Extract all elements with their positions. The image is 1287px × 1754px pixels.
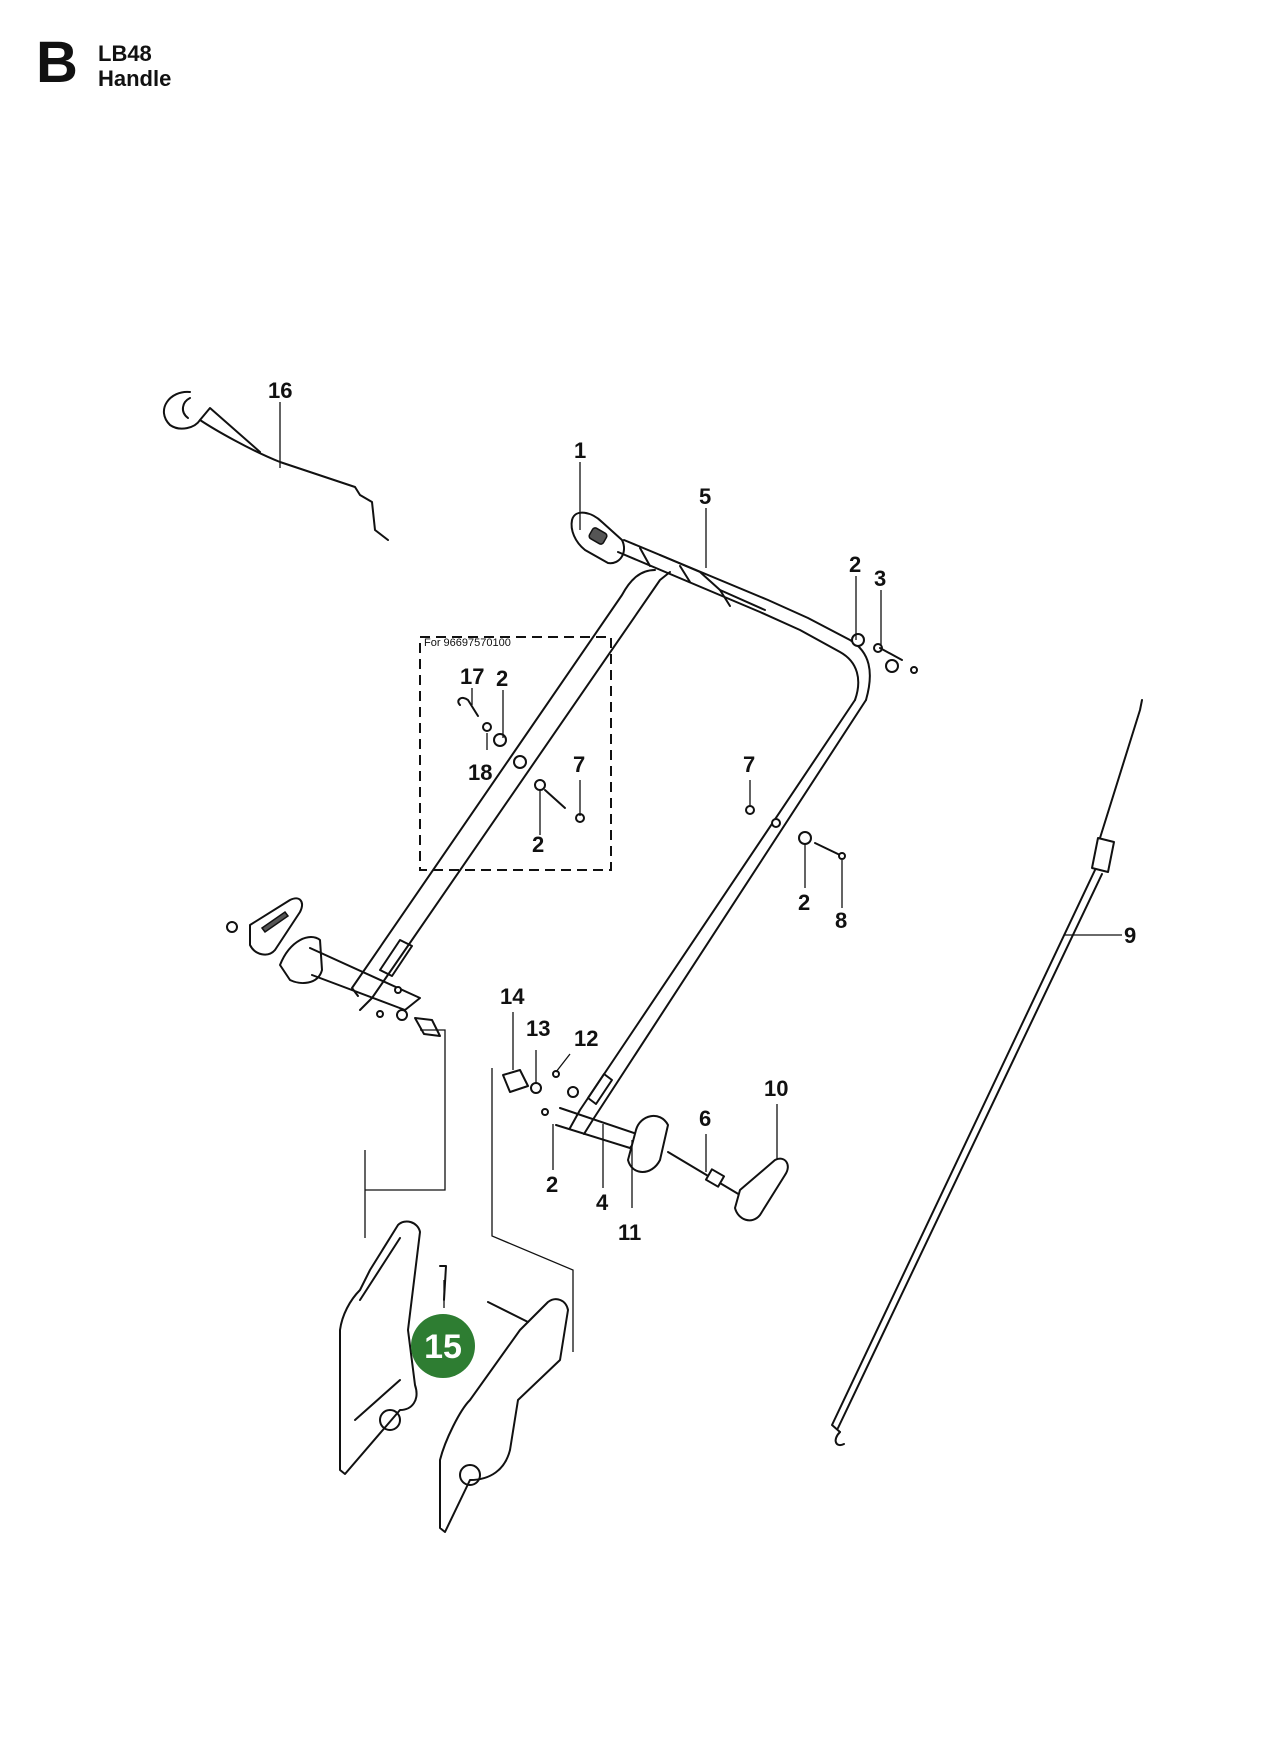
callout-13: 13 (526, 1016, 550, 1041)
variant-note: For 96697570100 (424, 637, 511, 649)
part-right-lower-assembly (502, 1069, 789, 1222)
callout-2-box-bottom: 2 (532, 832, 544, 857)
callout-3: 3 (874, 566, 886, 591)
callout-12: 12 (574, 1026, 598, 1051)
part-9-control-cable (831, 699, 1143, 1446)
callout-5: 5 (699, 484, 711, 509)
callout-8: 8 (835, 908, 847, 933)
callout-14: 14 (500, 984, 525, 1009)
callout-1: 1 (574, 438, 586, 463)
callout-11: 11 (618, 1220, 641, 1245)
part-lower-right-mount-plate (439, 1298, 569, 1533)
part-16-bail-rod (163, 390, 389, 541)
callout-6: 6 (699, 1106, 711, 1131)
callout-4: 4 (596, 1190, 609, 1215)
part-1-handle-grip (570, 511, 626, 565)
highlight-badge (411, 1314, 475, 1378)
variant-hardware (457, 696, 585, 823)
callout-2-box-top: 2 (496, 666, 508, 691)
leader-box-lines (364, 1029, 574, 1352)
callout-labels: 16 1 5 2 3 17 2 18 7 2 7 2 8 9 14 13 12 … (268, 378, 1136, 1245)
highlight-callout-15: 15 (411, 1280, 475, 1378)
callout-7-right: 7 (743, 752, 755, 777)
model-name: LB48 (98, 41, 152, 66)
callout-18: 18 (468, 760, 492, 785)
callout-17: 17 (460, 664, 484, 689)
callout-2-top: 2 (849, 552, 861, 577)
callout-7-box: 7 (573, 752, 585, 777)
variant-box (419, 636, 612, 871)
section-letter: B (36, 30, 78, 95)
part-7-2-8-right-fasteners (745, 805, 846, 860)
part-left-lower-assembly (226, 897, 441, 1037)
diagram-title: Handle (98, 66, 172, 91)
callout-10: 10 (764, 1076, 788, 1101)
callout-9: 9 (1124, 923, 1136, 948)
callout-leaders (279, 402, 1122, 1208)
callout-16: 16 (268, 378, 292, 403)
callout-2-lower: 2 (546, 1172, 558, 1197)
callout-2-right: 2 (798, 890, 810, 915)
part-5-handle-upper-bar (351, 539, 871, 1135)
part-2-3-upper-fasteners (851, 633, 918, 674)
part-lower-left-mount-plate (339, 1220, 447, 1475)
callout-15: 15 (424, 1328, 462, 1366)
